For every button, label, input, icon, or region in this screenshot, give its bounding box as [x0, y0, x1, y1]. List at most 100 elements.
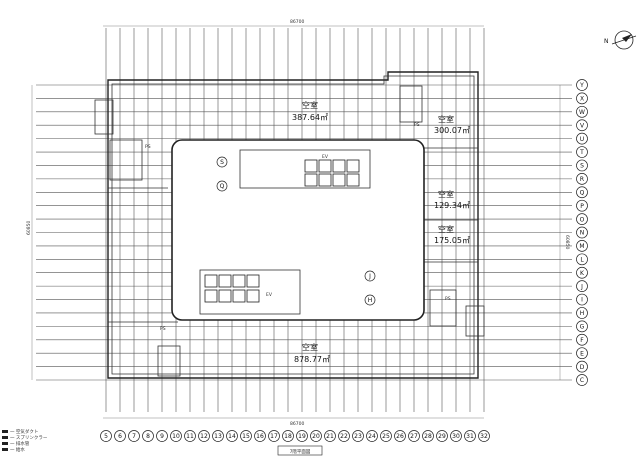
- caption-text: 7階平面図: [290, 448, 311, 455]
- row-bubble-label: C: [580, 377, 584, 384]
- room-1-area: 387.64㎡: [292, 113, 328, 122]
- row-bubble-label: K: [580, 270, 585, 277]
- legend-item-2: 一 スプリンクラー: [10, 435, 48, 441]
- row-bubble: C: [576, 374, 588, 386]
- marker-q: Q: [220, 183, 225, 190]
- row-bubble: M: [576, 240, 588, 252]
- row-bubble-label: U: [580, 136, 584, 143]
- row-bubble: F: [576, 333, 588, 346]
- column-bubble: 18: [282, 430, 294, 442]
- column-bubble: 13: [212, 430, 224, 442]
- column-bubble-label: 27: [410, 433, 418, 440]
- lower-core-label: EV: [266, 292, 273, 298]
- row-bubble: L: [576, 253, 588, 266]
- column-bubble-label: 12: [200, 433, 208, 440]
- column-bubble-label: 20: [312, 433, 320, 440]
- row-bubble-label: N: [580, 230, 585, 237]
- legend-item-1: 一 空気ダクト: [10, 428, 38, 435]
- room-1-label: 空室: [302, 100, 318, 110]
- row-bubble-label: O: [580, 216, 585, 223]
- row-bubble: G: [576, 320, 588, 333]
- column-bubble: 28: [422, 430, 434, 442]
- upper-elevator-core: EV: [239, 149, 371, 189]
- column-bubble: 26: [394, 430, 406, 442]
- room-5-area: 878.77㎡: [294, 355, 330, 364]
- column-bubble-label: 5: [104, 433, 108, 440]
- marker-h: H: [368, 297, 373, 304]
- column-bubble-label: 17: [270, 433, 278, 440]
- row-bubble: D: [576, 360, 588, 373]
- column-bubble-label: 31: [466, 433, 474, 440]
- row-bubble: N: [576, 226, 588, 239]
- column-bubble-label: 22: [340, 433, 348, 440]
- column-bubble-label: 28: [424, 433, 432, 440]
- room-3-area: 129.34㎡: [434, 201, 470, 210]
- top-dimension: 86700: [290, 19, 304, 25]
- row-bubble: S: [576, 159, 588, 172]
- column-bubble: 6: [114, 430, 126, 442]
- row-bubble: R: [576, 173, 588, 185]
- column-bubble-label: 19: [298, 433, 306, 440]
- stair-label-3: PS: [445, 296, 451, 302]
- column-bubble: 32: [478, 430, 490, 442]
- column-bubble: 11: [184, 430, 196, 442]
- column-bubble-label: 6: [118, 433, 122, 440]
- row-bubble-label: W: [579, 109, 585, 116]
- drawing-caption: 7階平面図: [277, 445, 323, 456]
- column-bubble: 9: [156, 430, 168, 442]
- row-bubble-label: H: [580, 310, 585, 317]
- row-bubble: Q: [576, 186, 588, 199]
- column-bubble-label: 7: [132, 433, 136, 440]
- column-bubble: 19: [296, 430, 308, 442]
- column-bubble: 24: [366, 430, 378, 442]
- column-bubble: 20: [310, 430, 322, 442]
- row-bubble: J: [576, 280, 588, 292]
- row-bubble-label: F: [580, 337, 584, 344]
- column-bubble-label: 16: [256, 433, 264, 440]
- right-dimension: 60850: [564, 235, 570, 249]
- row-bubble-label: J: [580, 283, 583, 290]
- row-bubble-label: Y: [579, 82, 584, 89]
- column-bubble-label: 18: [284, 433, 292, 440]
- marker-s: S: [220, 159, 224, 166]
- column-bubble-label: 26: [396, 433, 404, 440]
- column-bubble-label: 21: [326, 433, 334, 440]
- column-bubble: 14: [226, 430, 238, 442]
- row-bubble: V: [576, 119, 588, 132]
- row-bubble: P: [576, 199, 588, 212]
- row-bubble-label: L: [580, 257, 584, 264]
- row-bubble: E: [576, 347, 588, 360]
- row-bubble-label: M: [579, 243, 584, 250]
- column-bubble: 5: [100, 430, 112, 442]
- row-bubble: U: [576, 132, 588, 145]
- column-bubble: 21: [324, 430, 336, 442]
- room-5-label: 空室: [302, 342, 318, 352]
- column-bubble: 8: [142, 430, 154, 442]
- column-bubble: 16: [254, 430, 266, 442]
- left-dimension: 60850: [26, 221, 32, 235]
- row-bubble: H: [576, 307, 588, 319]
- legend-item-4: 一 給水: [10, 446, 25, 453]
- dimension-lines: 86700 86700 60850 60850: [26, 19, 570, 427]
- service-rooms: PS PS PS PS: [94, 85, 485, 377]
- column-bubble-label: 8: [146, 433, 150, 440]
- row-bubble: K: [576, 266, 588, 279]
- row-bubble: X: [576, 92, 588, 105]
- column-bubble: 29: [436, 430, 448, 442]
- column-bubble-label: 23: [354, 433, 362, 440]
- row-bubble: T: [576, 146, 588, 158]
- column-bubble: 22: [338, 430, 350, 442]
- legend-item-3: 一 排水管: [10, 440, 30, 447]
- column-bubble: 23: [352, 430, 364, 442]
- north-arrow-icon: N: [604, 30, 637, 50]
- row-bubble-label: T: [579, 149, 584, 156]
- row-bubble: W: [576, 105, 588, 118]
- room-2-label: 空室: [438, 114, 454, 124]
- interior-markers: S Q J H: [216, 156, 376, 306]
- column-bubble-label: 15: [242, 433, 250, 440]
- upper-core-label: EV: [322, 154, 329, 160]
- bottom-dimension: 86700: [290, 421, 304, 427]
